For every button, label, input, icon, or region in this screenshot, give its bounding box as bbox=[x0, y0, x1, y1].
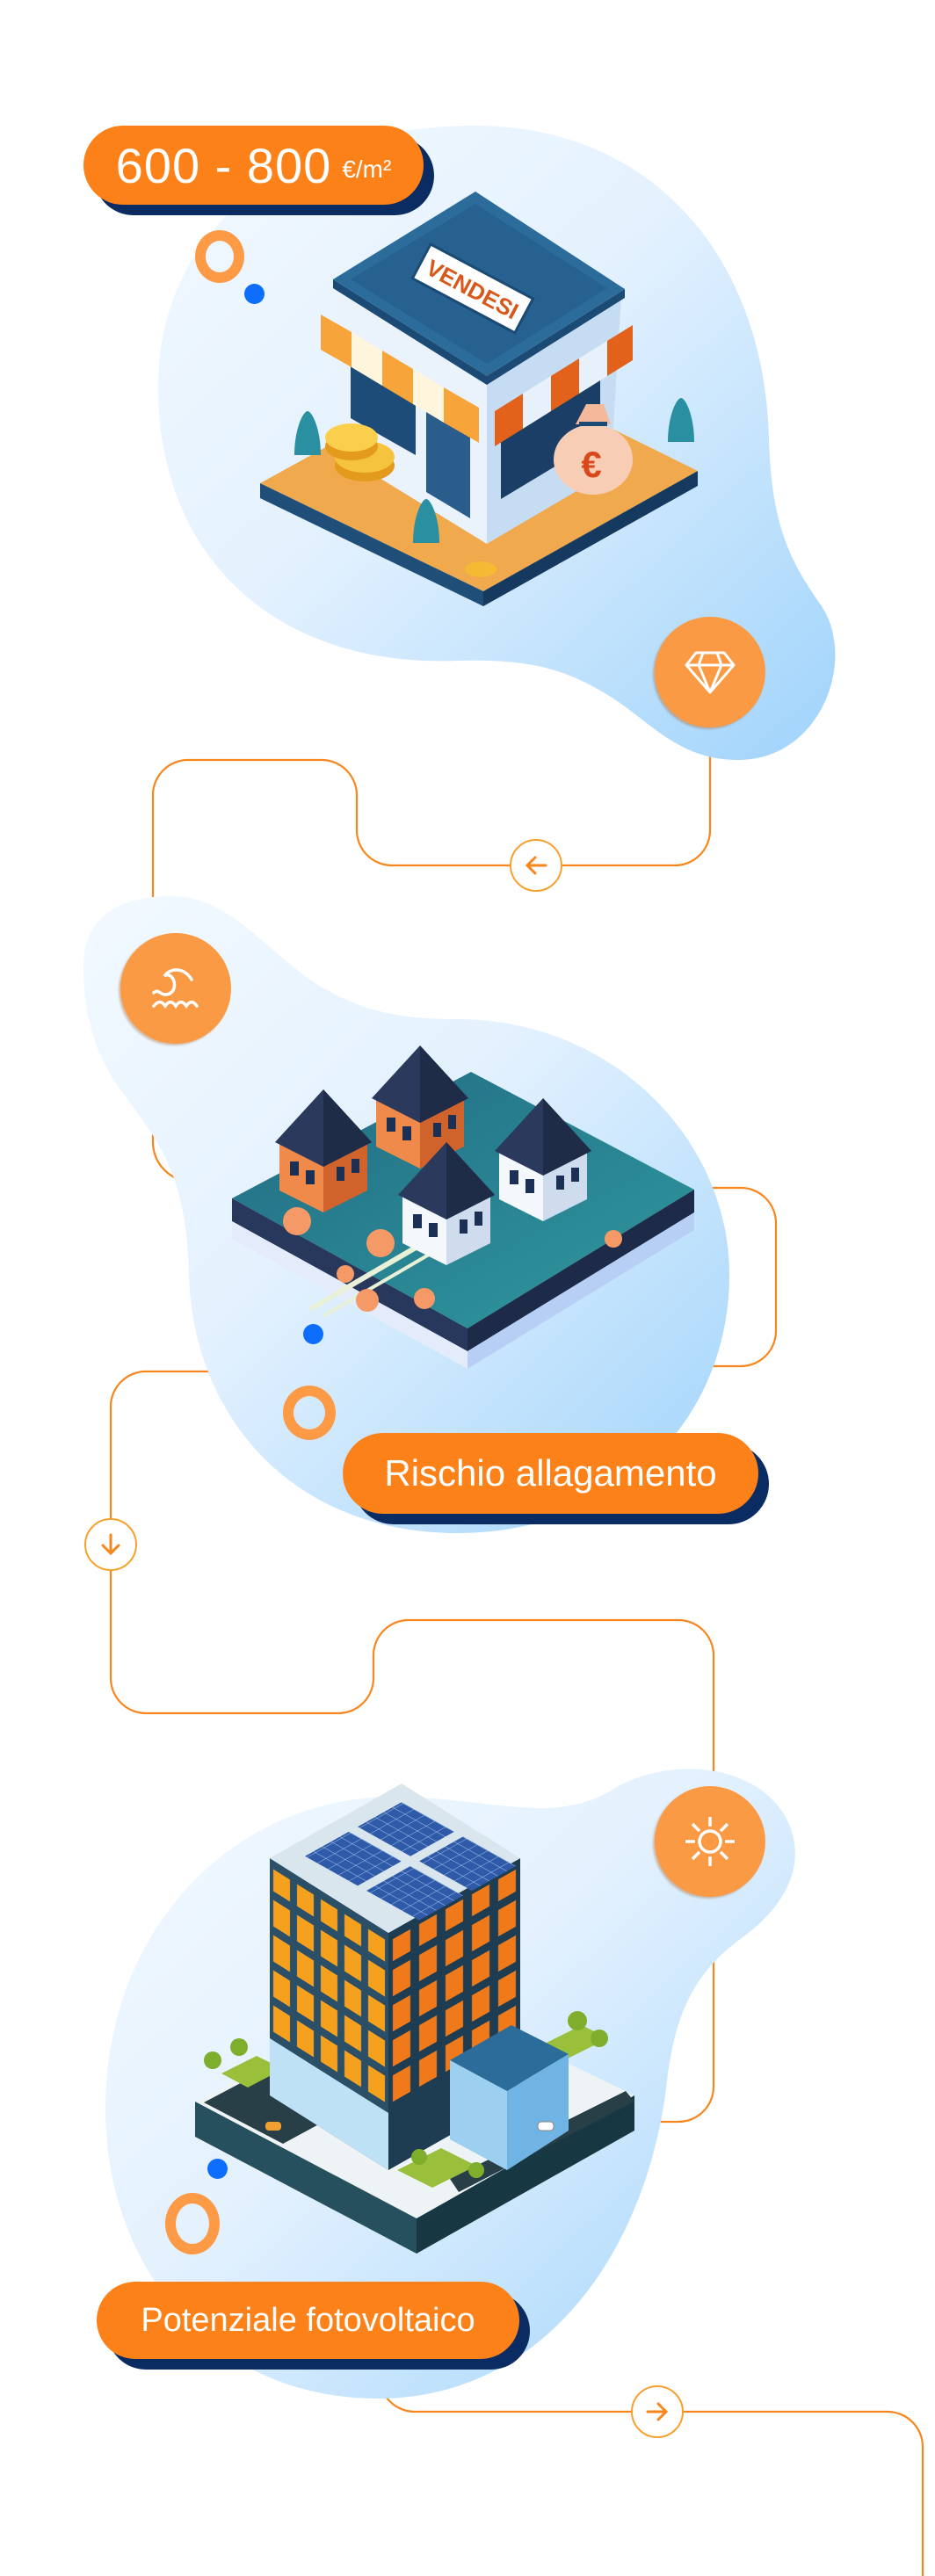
price-step-circle bbox=[655, 617, 765, 727]
trees bbox=[204, 2011, 608, 2178]
flooded-trees bbox=[283, 1207, 622, 1312]
sun-icon bbox=[685, 1817, 735, 1866]
solar-potential-label: Potenziale fotovoltaico bbox=[141, 2301, 475, 2339]
flooded-houses-illustration bbox=[232, 1019, 694, 1369]
euro-icon: € bbox=[581, 444, 601, 485]
flood-risk-label: Rischio allagamento bbox=[384, 1452, 717, 1494]
arrow-down-circle bbox=[84, 1518, 137, 1571]
decor-dot bbox=[207, 2159, 228, 2179]
arrow-left-icon bbox=[525, 856, 547, 875]
flood-step-circle bbox=[120, 933, 231, 1044]
decor-ring bbox=[165, 2193, 220, 2254]
arrow-right-icon bbox=[646, 2402, 669, 2421]
flood-risk-badge: Rischio allagamento bbox=[343, 1433, 758, 1514]
car bbox=[265, 2122, 281, 2131]
right-awning bbox=[495, 325, 633, 446]
decor-dot bbox=[303, 1324, 323, 1344]
price-badge: 600 - 800 €/m² bbox=[83, 126, 424, 205]
connector-line-2 bbox=[685, 1186, 778, 1368]
money-bag: € bbox=[554, 404, 633, 495]
arrow-left-circle bbox=[510, 839, 562, 892]
left-awning bbox=[321, 315, 479, 443]
decor-ring bbox=[195, 230, 244, 283]
decor-dot bbox=[244, 284, 265, 304]
solar-panels bbox=[305, 1802, 516, 1921]
solar-potential-badge: Potenziale fotovoltaico bbox=[97, 2282, 519, 2359]
connector-line-1 bbox=[151, 756, 712, 1183]
solar-step-circle bbox=[655, 1786, 765, 1897]
house bbox=[275, 1089, 372, 1212]
coins bbox=[325, 423, 496, 577]
arrow-down-icon bbox=[101, 1533, 120, 1556]
trees bbox=[294, 398, 694, 543]
connector-line-3 bbox=[109, 1370, 715, 1810]
arrow-right-circle bbox=[631, 2385, 684, 2438]
wave-icon bbox=[152, 968, 199, 1009]
house bbox=[372, 1046, 468, 1169]
connector-line-4 bbox=[615, 1933, 715, 2124]
price-unit: €/m² bbox=[342, 156, 392, 183]
shop-illustration: VENDESI € bbox=[260, 192, 698, 606]
diamond-icon bbox=[685, 651, 736, 694]
solar-building-illustration bbox=[195, 1784, 634, 2254]
car bbox=[537, 2121, 554, 2131]
decor-ring bbox=[283, 1386, 336, 1440]
price-range: 600 - 800 bbox=[115, 137, 332, 193]
